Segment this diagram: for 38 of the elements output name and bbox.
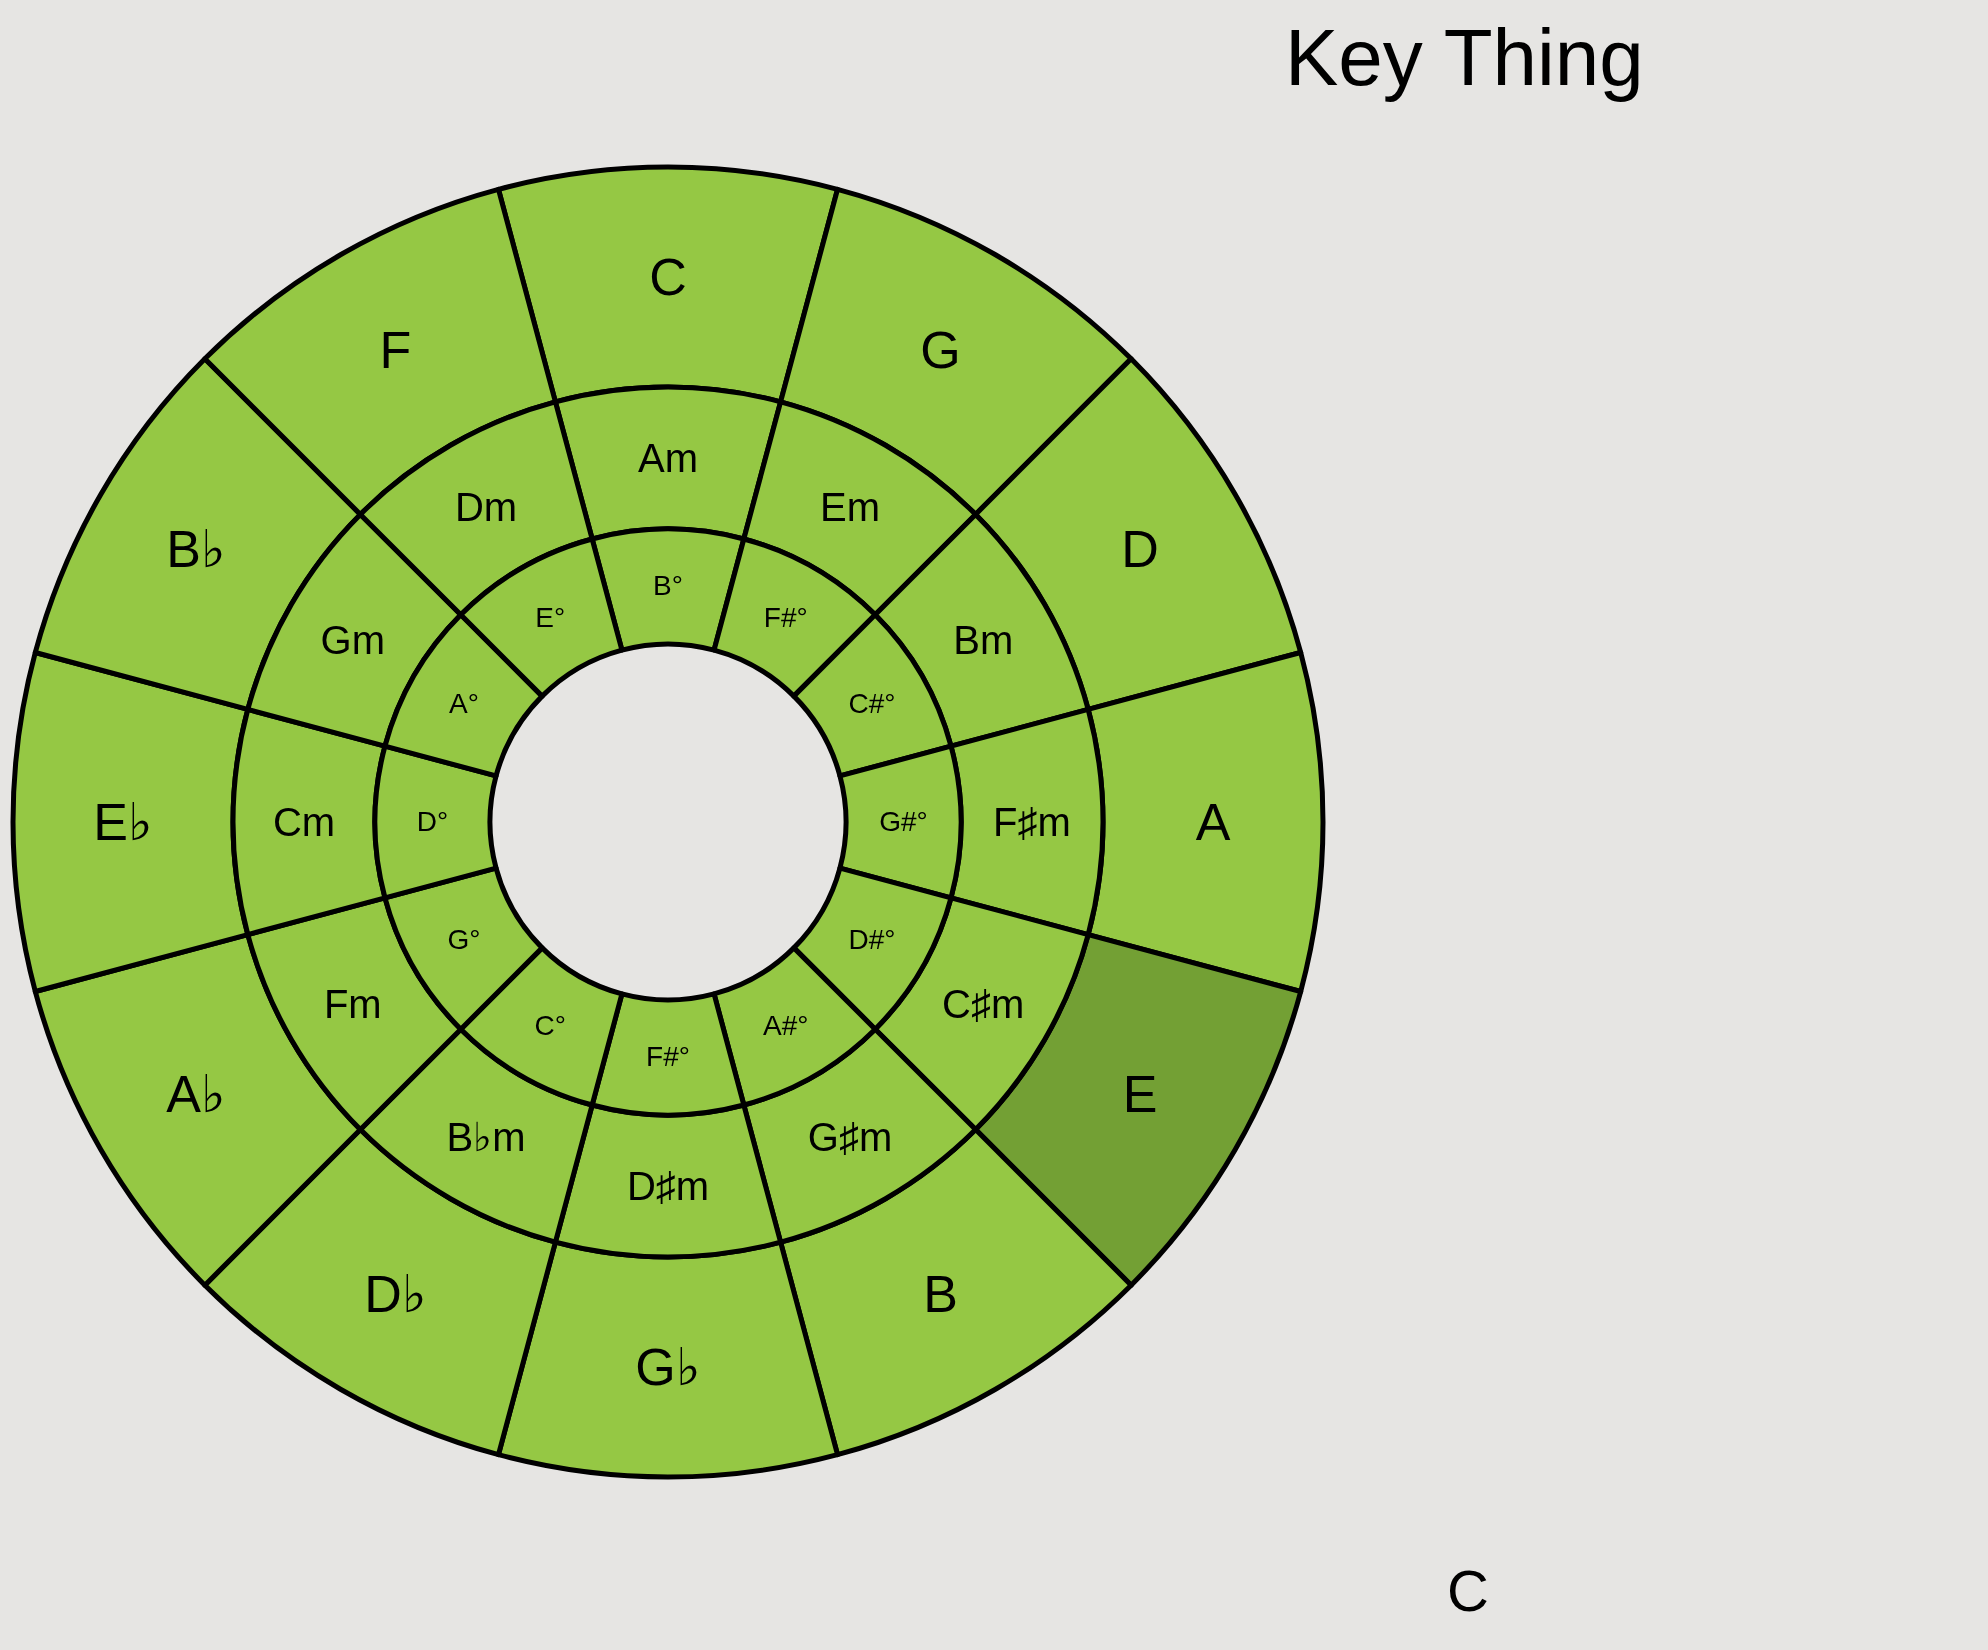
chord-label: A#° <box>763 1011 809 1040</box>
chord-label: Dm <box>454 486 518 527</box>
chord-label: B° <box>653 572 683 601</box>
chord-label: F <box>379 324 412 376</box>
chord-label: B <box>923 1267 958 1320</box>
key-label: C <box>1447 1562 1489 1620</box>
chord-label: G♭ <box>635 1341 701 1393</box>
chord-label: G♯m <box>807 1117 893 1158</box>
chord-label: G <box>920 324 961 376</box>
chord-label: F♯m <box>993 802 1071 842</box>
chord-label: F#° <box>646 1043 690 1072</box>
chord-label: C° <box>534 1011 566 1040</box>
chord-label: Bm <box>953 620 1014 660</box>
chord-label: E <box>1122 1068 1158 1121</box>
chord-label: A <box>1195 796 1231 848</box>
chord-label: E♭ <box>93 796 153 848</box>
chord-label: D#° <box>848 925 896 954</box>
chord-label: G° <box>447 925 481 954</box>
chord-label: D♭ <box>364 1267 427 1320</box>
chord-label: Cm <box>272 802 336 842</box>
chord-label: B♭ <box>166 523 226 576</box>
title: Key Thing <box>1285 14 1644 102</box>
chord-label: A♭ <box>166 1068 226 1121</box>
chord-label: G#° <box>879 808 928 836</box>
chord-label: C#° <box>848 690 896 719</box>
chord-label: Am <box>638 438 698 478</box>
chord-label: A° <box>449 690 479 719</box>
chord-label: F#° <box>763 604 808 633</box>
chord-label: Gm <box>320 620 385 660</box>
chord-label: Fm <box>323 984 382 1024</box>
chord-label: B♭m <box>446 1117 526 1158</box>
chord-label: Em <box>820 486 880 527</box>
chord-label: D° <box>416 808 449 836</box>
chord-label: C♯m <box>942 984 1025 1024</box>
chord-label: D♯m <box>626 1166 710 1206</box>
chord-label: E° <box>535 604 566 633</box>
chord-label: D <box>1121 523 1159 576</box>
chord-label: C <box>649 251 687 303</box>
